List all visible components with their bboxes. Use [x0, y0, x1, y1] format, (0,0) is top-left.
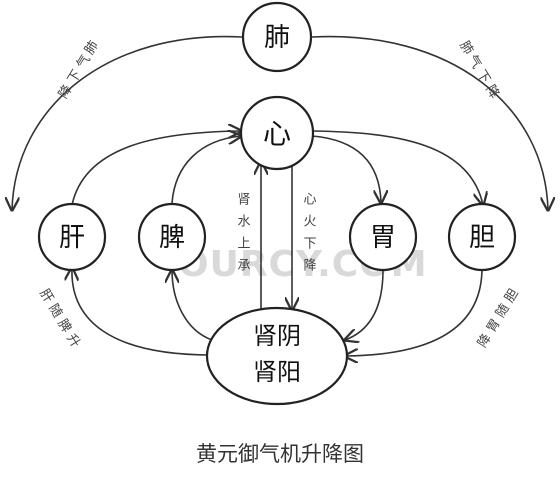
gallbladder-to-kidney-line [345, 267, 483, 356]
label-char: 承 [237, 259, 250, 274]
heart-to-gallbladder-line [311, 130, 483, 205]
node-gallbladder-label: 胆 [469, 223, 495, 253]
label-char: 下 [303, 237, 316, 252]
node-lung-label: 肺 [264, 23, 290, 53]
node-kidney-yin-label: 肾阴 [253, 322, 301, 350]
stomach-to-kidney-line [345, 269, 384, 340]
node-kidney: 肾阴 肾阳 [205, 306, 349, 406]
label-char: 随 [45, 302, 65, 321]
label-char: 降 [303, 259, 316, 274]
label-char: 胃 [484, 317, 504, 336]
node-lung: 肺 [241, 1, 313, 73]
node-stomach: 胃 [348, 202, 418, 272]
label-char: 降 [475, 332, 495, 351]
label-char: 上 [237, 237, 250, 252]
lung-to-left-arc [12, 35, 243, 210]
spleen-to-heart-line [171, 136, 241, 204]
lung-to-right-arc [311, 35, 548, 210]
label-char: 升 [63, 332, 83, 351]
diagram-caption: 黄元御气机升降图 [196, 442, 364, 466]
label-heart-fire-down: 心 火 下 降 [303, 193, 316, 274]
node-stomach-label: 胃 [370, 223, 396, 253]
label-char: 肝 [36, 287, 56, 306]
kidney-to-liver-line [72, 268, 213, 356]
node-gallbladder: 胆 [447, 202, 517, 272]
node-kidney-yang-label: 肾阳 [253, 358, 301, 386]
label-kidney-water-up: 肾 水 上 承 [237, 193, 250, 274]
label-char: 心 [303, 193, 316, 208]
node-spleen-label: 脾 [159, 223, 185, 253]
label-char: 脾 [54, 317, 74, 336]
label-char: 肾 [237, 193, 250, 208]
node-spleen: 脾 [137, 202, 207, 272]
label-char: 下 [473, 68, 493, 87]
node-liver: 肝 [37, 202, 107, 272]
node-liver-label: 肝 [59, 223, 85, 253]
label-char: 肺 [82, 39, 102, 58]
label-char: 随 [493, 302, 513, 321]
label-char: 水 [237, 215, 250, 230]
label-char: 胆 [502, 287, 522, 306]
label-gallbladder-descends: 胆 随 胃 降 [475, 287, 522, 351]
label-char: 火 [303, 215, 316, 230]
label-char: 下 [65, 68, 85, 87]
heart-to-stomach-line [311, 135, 381, 203]
node-heart-label: 心 [263, 118, 291, 151]
liver-to-heart-line [71, 131, 241, 206]
kidney-to-spleen-line [172, 270, 213, 341]
node-heart: 心 [239, 95, 315, 171]
label-char: 气 [464, 52, 484, 72]
